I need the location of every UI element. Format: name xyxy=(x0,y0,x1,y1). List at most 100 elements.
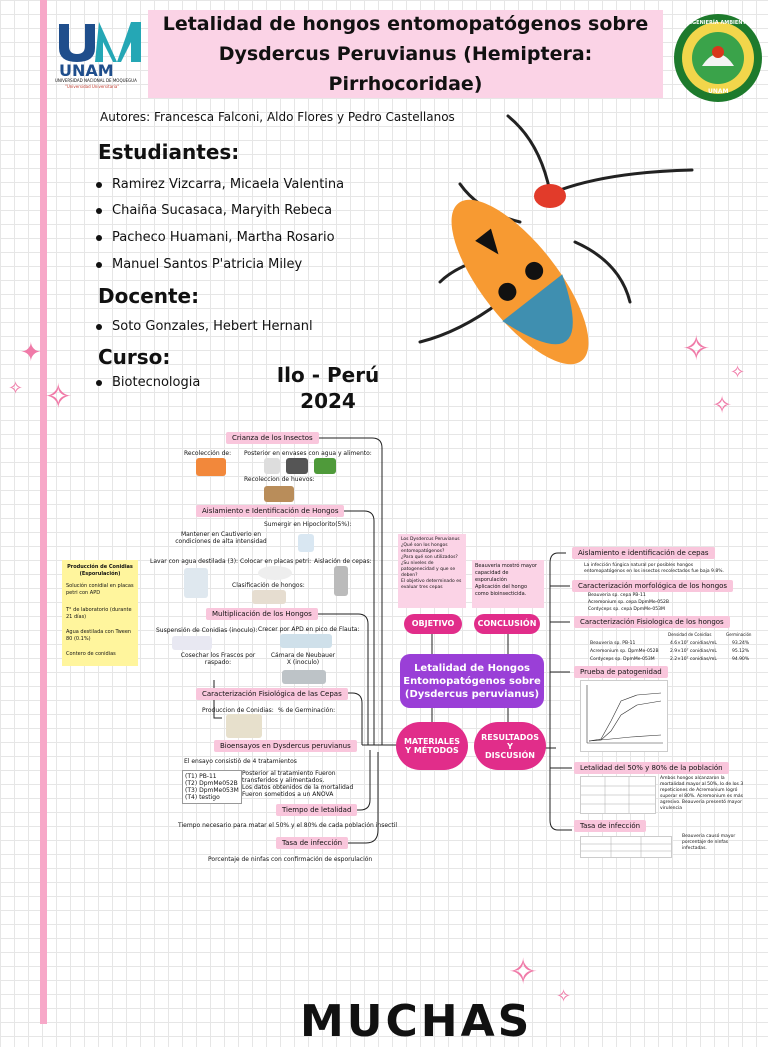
fisio-row-name: Beauveria sp. PB-11 xyxy=(590,641,636,646)
fisio-row-germ: 93.24% xyxy=(732,641,750,646)
mindmap-connectors xyxy=(213,437,572,844)
pathogenicity-chart-image xyxy=(580,680,668,752)
note-germinacion: % de Germinación: xyxy=(278,707,336,714)
conclusion-item: Aplicación del hongo como bioinsecticida… xyxy=(475,584,527,597)
teacher-name: Soto Gonzales, Hebert Hernanl xyxy=(96,319,313,334)
place-year: 2024 xyxy=(300,389,356,413)
title-line-1: Letalidad de hongos entomopatógenos sobr… xyxy=(162,13,649,35)
label-r-letalidad: Letalidad del 50% y 80% de la población xyxy=(574,762,729,774)
neubauer-photo xyxy=(282,670,326,684)
sticky-item: T° de laboratorio (durante 21 días) xyxy=(66,607,132,620)
students-heading: Estudiantes: xyxy=(98,140,240,164)
student-item: Pacheco Huamani, Martha Rosario xyxy=(96,230,335,245)
sparkle-icon: ✧ xyxy=(730,362,746,383)
sparkle-icon: ✧ xyxy=(8,378,24,399)
place-date: Ilo - Perú 2024 xyxy=(268,362,388,414)
title-line-2: Dysdercus Peruvianus (Hemiptera: Pirrhoc… xyxy=(218,43,593,95)
tubes-photo xyxy=(280,634,332,648)
fungi-photo xyxy=(252,590,286,604)
objective-item: Los Dysdercus Peruvianus xyxy=(401,537,460,542)
student-item: Manuel Santos P'atricia Miley xyxy=(96,257,302,272)
label-tiempo-letalidad: Tiempo de letalidad xyxy=(276,804,358,816)
course-heading: Curso: xyxy=(98,345,171,369)
pill-materiales: MATERIALES Y MÉTODOS xyxy=(396,722,468,770)
authors-line: Autores: Francesca Falconi, Aldo Flores … xyxy=(100,110,455,124)
note-r-aislamiento: La infección fúngica natural por posible… xyxy=(584,563,724,574)
note-clasificacion: Clasificación de hongos: xyxy=(232,582,305,589)
conclusion-item: Beauveria mostró mayor capacidad de espo… xyxy=(475,563,537,583)
sticky-item: Contero de conidias xyxy=(66,651,116,657)
note-ensayo: El ensayo consistió de 4 tratamientos xyxy=(184,758,297,765)
label-tasa-infeccion: Tasa de infección xyxy=(276,837,349,849)
note-tiempo: Tiempo necesario para matar el 50% y el … xyxy=(178,822,398,829)
course-name: Biotecnologia xyxy=(96,375,200,390)
treatment-item: (T1) PB-11 xyxy=(185,773,217,780)
morfo-item: Cordyceps sp. cepa DpmMe-053M xyxy=(588,607,665,612)
bottle-photo xyxy=(298,534,314,552)
seal-top-text: INGENIERÍA AMBIENTAL xyxy=(686,20,753,26)
note-suspension: Suspensión de Conidias (inoculo): xyxy=(156,627,258,634)
fisio-row-germ: 94.90% xyxy=(732,657,750,662)
fisio-row-conidias: 4.6×10⁷ conidias/mL xyxy=(670,641,717,646)
fisio-header-conidias: Densidad de Conidias xyxy=(668,632,712,637)
label-r-aislamiento: Aislamiento e identificación de cepas xyxy=(572,547,715,559)
center-line-3: (Dysdercus peruvianus) xyxy=(404,688,540,700)
note-crecer: Crecer por APD en pico de Flauta: xyxy=(258,626,360,633)
student-item: Ramirez Vizcarra, Micaela Valentina xyxy=(96,177,344,192)
note-mantener: Mantener en Cautiverio en condiciones de… xyxy=(175,531,267,545)
sparkle-icon: ✧ xyxy=(712,391,733,419)
sticky-item: Solución conidial en placas petri con AP… xyxy=(66,583,134,596)
unam-logo-subtitle: UNIVERSIDAD NACIONAL DE MOQUEGUA xyxy=(55,78,137,83)
note-potes: Posterior en envases con agua y alimento… xyxy=(244,450,372,457)
unam-logo: UNAM UNIVERSIDAD NACIONAL DE MOQUEGUA "U… xyxy=(55,14,145,94)
fisio-row-germ: 95.12% xyxy=(732,649,750,654)
sparkle-icon: ✧ xyxy=(556,986,572,1007)
note-produccion: Produccion de Conidias: xyxy=(202,707,274,714)
dysdercus-bug-illustration xyxy=(400,112,700,392)
label-r-fisiologica: Caracterización Fisiologica de los hongo… xyxy=(574,616,730,628)
flask-photo xyxy=(184,568,208,598)
note-recoleccion: Recolección de: xyxy=(184,450,232,457)
label-r-morfologica: Caracterización morfológica de los hongo… xyxy=(572,580,734,592)
treatment-note: Los datos obtenidos de la mortalidad Fue… xyxy=(242,784,354,798)
unam-logo-motto: "Universidad Universitaria" xyxy=(65,84,120,89)
pill-resultados: RESULTADOS Y DISCUSIÓN xyxy=(474,722,546,770)
note-colocar: Colocar en placas petri: xyxy=(240,558,312,565)
note-camara: Cámara de Neubauer X (inoculo) xyxy=(270,652,336,666)
objective-item: ¿Para qué son utilizados? xyxy=(401,555,458,560)
insect-photo xyxy=(196,458,226,476)
note-r-letalidad: Ambos hongos alcanzaron la mortalidad ma… xyxy=(660,776,744,811)
fisio-row-name: Acremonium sp. DpmMe-052B xyxy=(590,649,659,654)
mindmap-center-title: Letalidad de Hongos Entomopatógenos sobr… xyxy=(400,654,544,708)
treatment-item: (T4) testigo xyxy=(185,794,220,801)
student-item: Chaiña Sucasaca, Maryith Rebeca xyxy=(96,203,332,218)
sticky-item: Agua destilada con Tween 80 (0.1%) xyxy=(66,629,132,642)
note-cosechar: Cosechar los Frascos por raspado: xyxy=(180,652,256,666)
seeds-photo xyxy=(286,458,308,474)
note-huevos: Recoleccion de huevos: xyxy=(244,476,315,483)
letalidad-table-image xyxy=(580,776,656,814)
left-pink-bar xyxy=(40,0,47,1024)
sparkle-icon: ✦ xyxy=(20,338,42,368)
objective-box: Los Dysdercus Peruvianus ¿Qué son los ho… xyxy=(398,534,466,608)
teacher-heading: Docente: xyxy=(98,284,200,308)
tasa-table-image xyxy=(580,836,672,858)
petri-photo xyxy=(258,566,292,580)
morfo-item: Beauveria sp. cepa PB-11 xyxy=(588,593,646,598)
seal-bottom-text: UNAM xyxy=(708,88,729,95)
sparkle-icon: ✧ xyxy=(44,377,73,417)
eggs-photo xyxy=(264,486,294,502)
label-multiplicacion: Multiplicación de los Hongos xyxy=(206,608,318,620)
conidia-photo xyxy=(226,714,262,738)
treatment-note: Posterior al tratamiento Fueron transfer… xyxy=(242,770,336,784)
label-aislamiento: Aislamiento e Identificación de Hongos xyxy=(196,505,345,517)
engineering-seal-logo: INGENIERÍA AMBIENTAL UNAM xyxy=(672,12,764,104)
sparkle-icon: ✧ xyxy=(682,329,711,369)
label-r-tasa: Tasa de infección xyxy=(574,820,647,832)
note-sumergir: Sumergir en Hipoclorito(5%): xyxy=(264,521,352,528)
label-caracterizacion: Caracterización Fisiológica de las Cepas xyxy=(196,688,348,700)
objective-item: ¿Qué son los hongos entomopatógenos? xyxy=(401,543,448,554)
pill-objetivo: OBJETIVO xyxy=(404,614,462,634)
treatment-item: (T2) DpmMe052B xyxy=(185,780,238,787)
conclusion-box: Beauveria mostró mayor capacidad de espo… xyxy=(472,560,544,608)
